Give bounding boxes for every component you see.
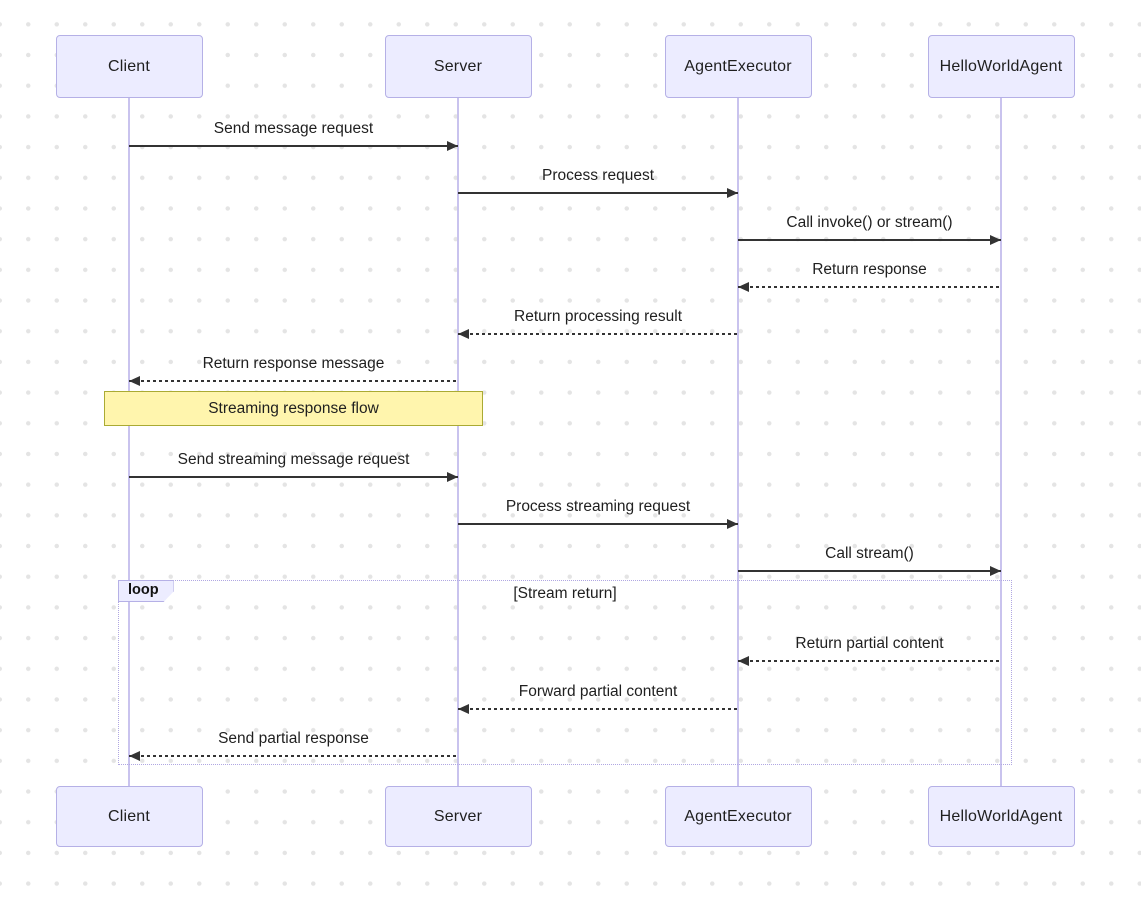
message-label: Call stream() bbox=[825, 545, 914, 562]
message-label: Send message request bbox=[213, 120, 374, 137]
loop-label: loop bbox=[118, 580, 174, 602]
lifeline-agentexecutor bbox=[737, 98, 739, 786]
arrowhead-icon bbox=[129, 375, 140, 386]
lifeline-helloworldagent bbox=[1000, 98, 1002, 786]
lifeline-client bbox=[128, 98, 130, 786]
arrowhead-icon bbox=[738, 281, 749, 292]
message-line bbox=[738, 660, 1001, 662]
lifeline-server bbox=[457, 98, 459, 786]
message-line bbox=[129, 476, 458, 478]
arrowhead-icon bbox=[990, 234, 1001, 245]
message-line bbox=[458, 523, 738, 525]
message-label: Send streaming message request bbox=[177, 451, 410, 468]
message-label: Return processing result bbox=[514, 308, 682, 325]
message-line bbox=[738, 286, 1001, 288]
loop-frame bbox=[118, 580, 1012, 765]
message-label: Process request bbox=[542, 167, 654, 184]
actor-bottom-helloworldagent: HelloWorldAgent bbox=[927, 786, 1075, 847]
arrowhead-icon bbox=[447, 140, 458, 151]
arrowhead-icon bbox=[129, 750, 140, 761]
arrowhead-icon bbox=[727, 518, 738, 529]
message-label: Return response message bbox=[202, 355, 385, 372]
message-line bbox=[129, 755, 458, 757]
message-line bbox=[129, 145, 458, 147]
message-label: Return response bbox=[812, 261, 927, 278]
note-streaming-response-flow: Streaming response flow bbox=[104, 391, 483, 426]
arrowhead-icon bbox=[447, 471, 458, 482]
message-line bbox=[458, 708, 738, 710]
arrowhead-icon bbox=[738, 655, 749, 666]
message-label: Process streaming request bbox=[505, 498, 691, 515]
arrowhead-icon bbox=[458, 328, 469, 339]
actor-bottom-server: Server bbox=[384, 786, 532, 847]
actor-top-agentexecutor: AgentExecutor bbox=[664, 35, 812, 98]
actor-top-server: Server bbox=[384, 35, 532, 98]
message-line bbox=[738, 570, 1001, 572]
message-label: Send partial response bbox=[218, 730, 369, 747]
arrowhead-icon bbox=[727, 187, 738, 198]
actor-bottom-client: Client bbox=[55, 786, 203, 847]
actor-bottom-agentexecutor: AgentExecutor bbox=[664, 786, 812, 847]
loop-condition-label: [Stream return] bbox=[513, 585, 617, 602]
actor-top-client: Client bbox=[55, 35, 203, 98]
actor-top-helloworldagent: HelloWorldAgent bbox=[927, 35, 1075, 98]
message-label: Return partial content bbox=[795, 635, 944, 652]
message-line bbox=[458, 333, 738, 335]
message-label: Forward partial content bbox=[518, 683, 678, 700]
message-label: Call invoke() or stream() bbox=[786, 214, 953, 231]
message-line bbox=[129, 380, 458, 382]
message-line bbox=[458, 192, 738, 194]
arrowhead-icon bbox=[458, 703, 469, 714]
arrowhead-icon bbox=[990, 565, 1001, 576]
message-line bbox=[738, 239, 1001, 241]
